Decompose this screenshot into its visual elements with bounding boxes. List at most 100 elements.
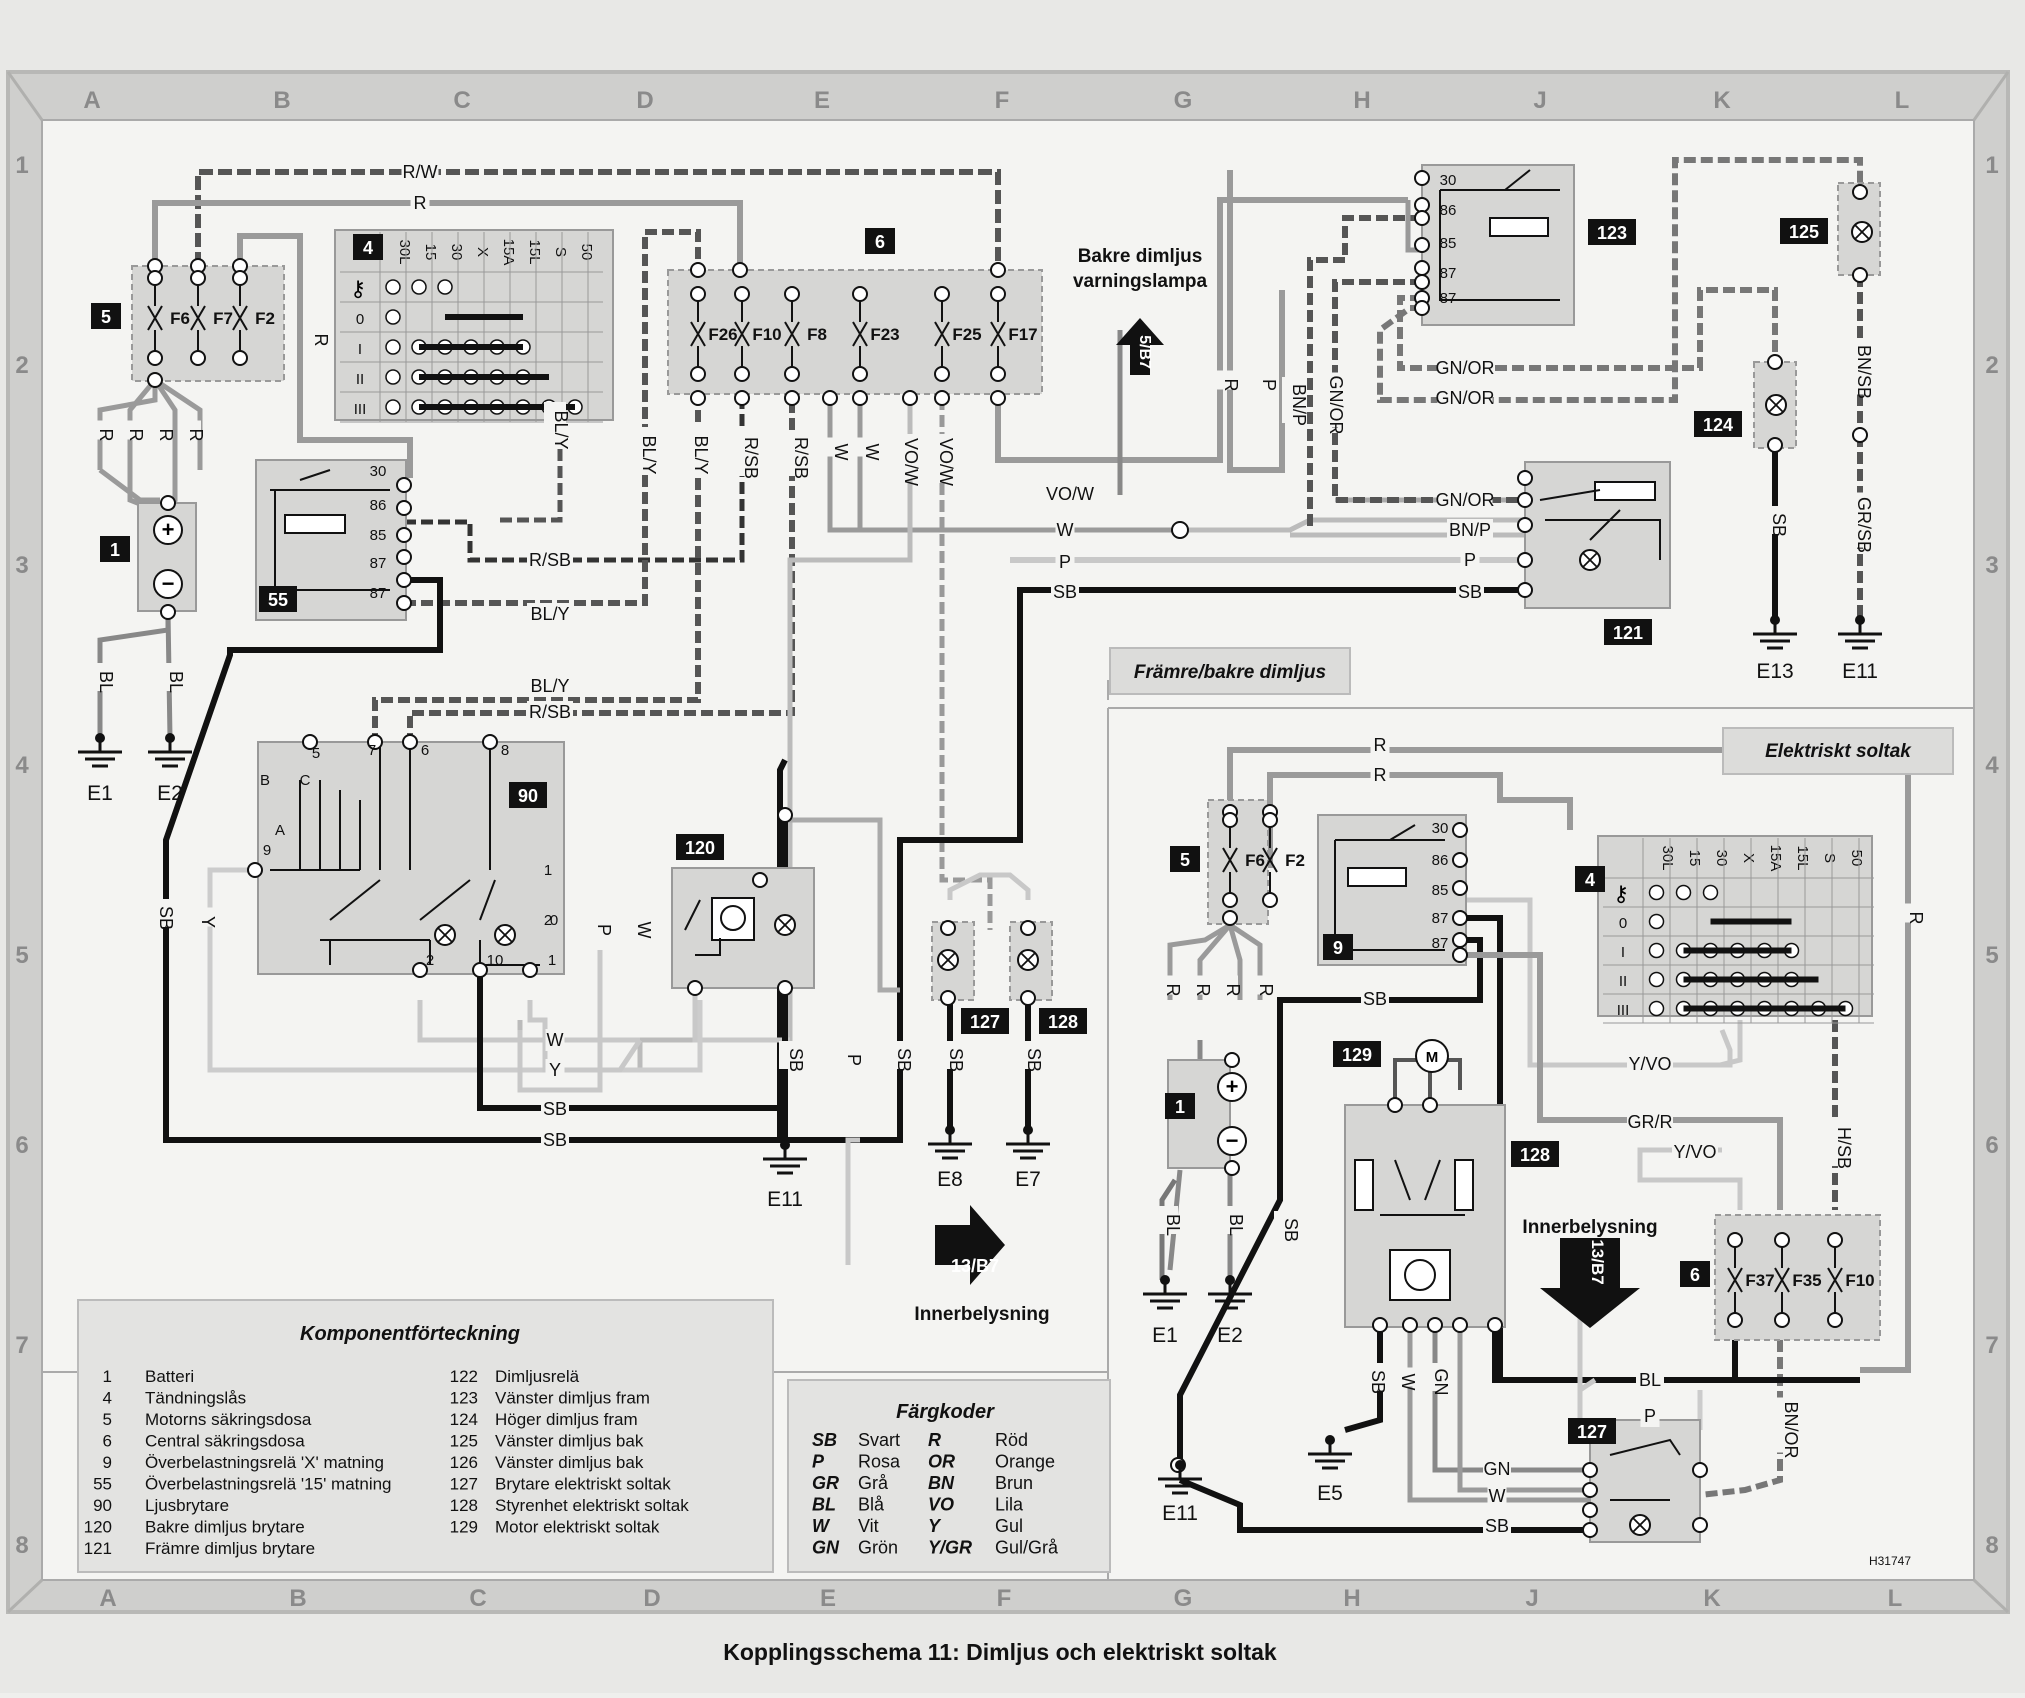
relay-pin-label: 85 (370, 527, 387, 544)
color-code: VO (928, 1495, 954, 1515)
svg-text:+: + (1226, 1074, 1239, 1099)
legend-item-number: 120 (84, 1518, 112, 1537)
wire-color-label: R (1221, 379, 1241, 392)
component-id-badge: 9 (1333, 938, 1343, 958)
ignition-row-label: 0 (1619, 915, 1627, 932)
grid-col-label: J (1533, 87, 1546, 114)
wire-color-label: P (1644, 1406, 1656, 1426)
wire-color-label: BN/P (1449, 520, 1491, 540)
figure-caption: Kopplingsschema 11: Dimljus och elektris… (723, 1639, 1277, 1665)
fuse-label: F25 (952, 325, 981, 344)
color-code: W (812, 1516, 831, 1536)
section-title-sunroof: Elektriskt soltak (1765, 741, 1912, 762)
component-badge-box (1780, 218, 1828, 244)
ground-label: E11 (1842, 660, 1878, 683)
component-badge-box (1323, 934, 1353, 960)
switch-pin-label: 10 (487, 952, 504, 969)
wire-color-label: Y (549, 1060, 561, 1080)
legend-item-name: Motorns säkringsdosa (145, 1410, 312, 1429)
wire-color-label: R (311, 334, 331, 347)
grid-row-label: 7 (1985, 1332, 1998, 1359)
relay-pin-label: 30 (1432, 820, 1449, 837)
switch-pin-label: 2 (426, 952, 434, 969)
ground-label: E11 (767, 1188, 803, 1211)
fuse-label: F37 (1745, 1271, 1774, 1290)
wire-color-label: W (547, 1030, 564, 1050)
grid-col-label: C (453, 87, 470, 114)
grid-row-label: 7 (15, 1332, 28, 1359)
component-id-badge: 120 (685, 838, 715, 858)
wire-color-label: P (1059, 552, 1071, 572)
component-id-badge: 90 (518, 786, 538, 806)
legend-item-name: Dimljusrelä (495, 1367, 580, 1386)
fuse-label: F2 (255, 309, 275, 328)
wire-color-label: R (1906, 912, 1926, 925)
color-name: Gul (995, 1516, 1023, 1536)
component-id-badge: 5 (1180, 850, 1190, 870)
wire-color-label: R/SB (529, 550, 571, 570)
component-badge-box (1333, 1041, 1381, 1067)
interior-ref-2: 13/B7 (1588, 1239, 1607, 1284)
color-name: Röd (995, 1430, 1028, 1450)
component-id-badge: 121 (1613, 623, 1643, 643)
relay-pin-label: 87 (1440, 265, 1457, 282)
rear-warning-subtitle: varningslampa (1073, 271, 1208, 292)
ignition-row-label: III (1617, 1002, 1630, 1019)
color-code: R (928, 1430, 941, 1450)
fuse-label: F8 (807, 325, 827, 344)
grid-col-label: H (1353, 87, 1370, 114)
legend-item-number: 121 (84, 1539, 112, 1558)
component-id-badge: 125 (1789, 222, 1819, 242)
grid-row-label: 1 (15, 152, 28, 179)
color-code: GN (812, 1538, 840, 1558)
wire-color-label: W (1489, 1486, 1506, 1506)
wire-color-label: R (126, 429, 146, 442)
wire-color-label: VO/W (1046, 484, 1094, 504)
component-badge-box (1588, 219, 1636, 245)
color-code: GR (812, 1473, 839, 1493)
grid-col-label: D (636, 87, 653, 114)
grid-col-label: B (289, 1585, 306, 1612)
drawing-code: H31747 (1869, 1554, 1911, 1568)
svg-text:−: − (1226, 1128, 1239, 1153)
legend-item-number: 129 (450, 1518, 478, 1537)
ignition-column-header: 30L (1659, 845, 1676, 870)
ignition-column-header: 15L (1794, 845, 1811, 870)
switch-pin-label: 9 (263, 842, 271, 859)
ignition-column-header: 15L (526, 239, 543, 264)
grid-col-label: D (643, 1585, 660, 1612)
switch-pin-label: C (300, 772, 311, 789)
legend-item-name: Central säkringsdosa (145, 1432, 305, 1451)
wire-color-label: GN/OR (1326, 375, 1346, 434)
legend-item-number: 123 (450, 1389, 478, 1408)
component-id-badge: 129 (1342, 1045, 1372, 1065)
color-name: Blå (858, 1495, 885, 1515)
ignition-column-header: X (474, 247, 491, 257)
wire-color-label: W (1398, 1374, 1418, 1391)
component-badge-box (1575, 866, 1605, 892)
relay-pin-label: 87 (1432, 910, 1449, 927)
component-badge-box (1170, 846, 1200, 872)
component-badge-box (509, 782, 547, 808)
ignition-row-label: II (356, 371, 364, 388)
ignition-column-header: X (1740, 853, 1757, 863)
color-name: Brun (995, 1473, 1033, 1493)
relay-pin-label: 86 (1432, 852, 1449, 869)
legend-item-name: Ljusbrytare (145, 1496, 229, 1515)
legend-item-number: 4 (103, 1389, 112, 1408)
legend-item-name: Vänster dimljus fram (495, 1389, 650, 1408)
legend-item-number: 1 (103, 1367, 112, 1386)
wire-color-label: SB (894, 1048, 914, 1072)
grid-col-label: K (1703, 1585, 1721, 1612)
wire-color-label: R (1256, 984, 1276, 997)
switch-pin-label: 1 (548, 952, 556, 969)
wire-color-label: SB (1053, 582, 1077, 602)
switch-pin-label: B (260, 772, 270, 789)
ignition-column-header: 15 (422, 244, 439, 261)
color-name: Rosa (858, 1452, 901, 1472)
legend-item-name: Vänster dimljus bak (495, 1432, 644, 1451)
component-badge-box (1165, 1093, 1195, 1119)
relay-pin-label: 86 (370, 497, 387, 514)
wire-color-label: GN/OR (1435, 388, 1494, 408)
